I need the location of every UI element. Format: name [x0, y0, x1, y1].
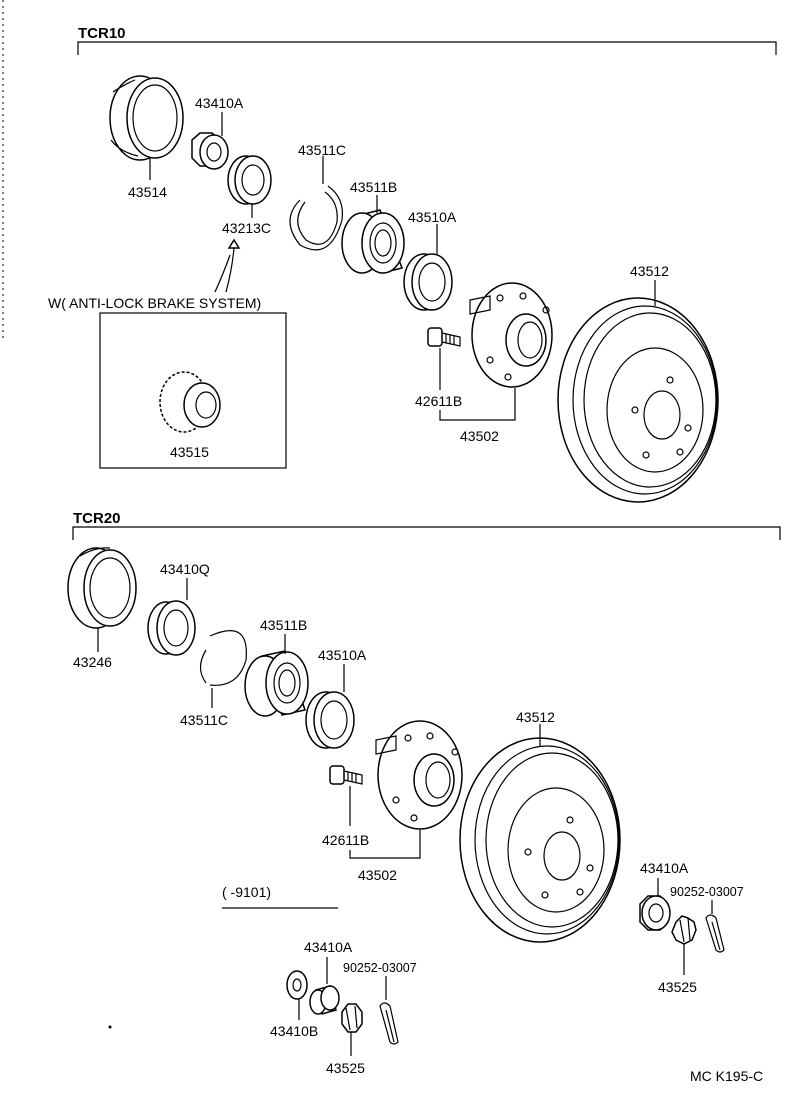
abs-inset: W( ANTI-LOCK BRAKE SYSTEM) 43515	[48, 295, 287, 469]
part-43525-lock-cap-right	[671, 915, 697, 945]
speck-dot	[108, 1025, 112, 1029]
part-43511b-bearing-tcr20	[244, 650, 309, 717]
part-43246-cap	[67, 547, 137, 629]
section-bracket-tcr10	[77, 41, 777, 55]
part-43511b-bearing	[341, 209, 405, 274]
label-43246: 43246	[73, 654, 112, 670]
footer-code: MC K195-C	[690, 1068, 763, 1084]
part-90252-cotter-pin-low	[379, 1002, 399, 1045]
part-43512-rotor-tcr20	[459, 737, 621, 943]
part-42611b-bolt-tcr20	[329, 765, 363, 785]
label-43525-low: 43525	[326, 1060, 365, 1076]
part-43502-hub-tcr20	[375, 720, 463, 830]
label-43511c-tcr10: 43511C	[298, 142, 346, 158]
label-43502-tcr10: 43502	[460, 428, 499, 444]
label-43410a-right: 43410A	[640, 860, 689, 876]
label-43410a-low: 43410A	[304, 939, 353, 955]
label-43512-tcr20: 43512	[516, 709, 555, 725]
label-42611b-tcr20: 42611B	[322, 832, 369, 848]
arrow-up-icon	[227, 238, 241, 249]
section-title-tcr10: TCR10	[78, 25, 126, 42]
label-43502-tcr20: 43502	[358, 867, 397, 883]
section-bracket-tcr20	[72, 526, 781, 540]
label-43511c-tcr20: 43511C	[180, 712, 228, 728]
part-43502-hub	[469, 282, 553, 388]
part-43512-rotor	[557, 297, 719, 503]
label-43525-right: 43525	[658, 979, 697, 995]
label-42611b-tcr10: 42611B	[415, 393, 462, 409]
section-tcr10: TCR10 43514 43410A 43213C	[48, 25, 777, 503]
label-43510a-tcr10: 43510A	[408, 209, 457, 225]
label-43515: 43515	[170, 444, 209, 460]
abs-box-frame	[99, 312, 287, 469]
section-title-tcr20: TCR20	[73, 510, 121, 527]
part-43410a-nut-right	[639, 895, 671, 931]
label-43410q: 43410Q	[160, 561, 210, 577]
part-43213c-seal	[227, 155, 272, 205]
label-43511b-tcr20: 43511B	[260, 617, 307, 633]
label-90252-right: 90252-03007	[670, 885, 744, 899]
label-43213c: 43213C	[222, 220, 271, 236]
part-90252-cotter-pin-right	[705, 914, 725, 953]
part-42611b-bolt	[427, 327, 461, 347]
label-43512-tcr10: 43512	[630, 263, 669, 279]
label-43510a-tcr20: 43510A	[318, 647, 367, 663]
part-43515-sensor-rotor	[159, 371, 221, 433]
label-43410a-tcr10: 43410A	[195, 95, 244, 111]
part-43410b-washer	[286, 970, 308, 1000]
part-43410a-nut-low	[309, 985, 340, 1015]
label-43511b-tcr10: 43511B	[350, 179, 397, 195]
part-43511c-snap-ring	[289, 185, 344, 251]
part-43510a-seal-tcr20	[305, 691, 355, 749]
range-note: ( -9101)	[222, 884, 271, 900]
part-43511c-snap-ring-tcr20	[199, 630, 247, 686]
part-43410q-seal	[147, 600, 196, 656]
part-43514-cap	[109, 75, 184, 161]
section-tcr20: TCR20 43246 43410Q 43511C	[67, 510, 781, 1076]
label-90252-low: 90252-03007	[343, 961, 417, 975]
label-43410b: 43410B	[270, 1023, 318, 1039]
part-43410a-nut	[191, 132, 229, 170]
part-43525-lock-cap-low	[341, 1003, 363, 1033]
part-43510a-seal	[403, 253, 453, 311]
label-43514: 43514	[128, 184, 167, 200]
abs-box-title: W( ANTI-LOCK BRAKE SYSTEM)	[48, 295, 261, 311]
